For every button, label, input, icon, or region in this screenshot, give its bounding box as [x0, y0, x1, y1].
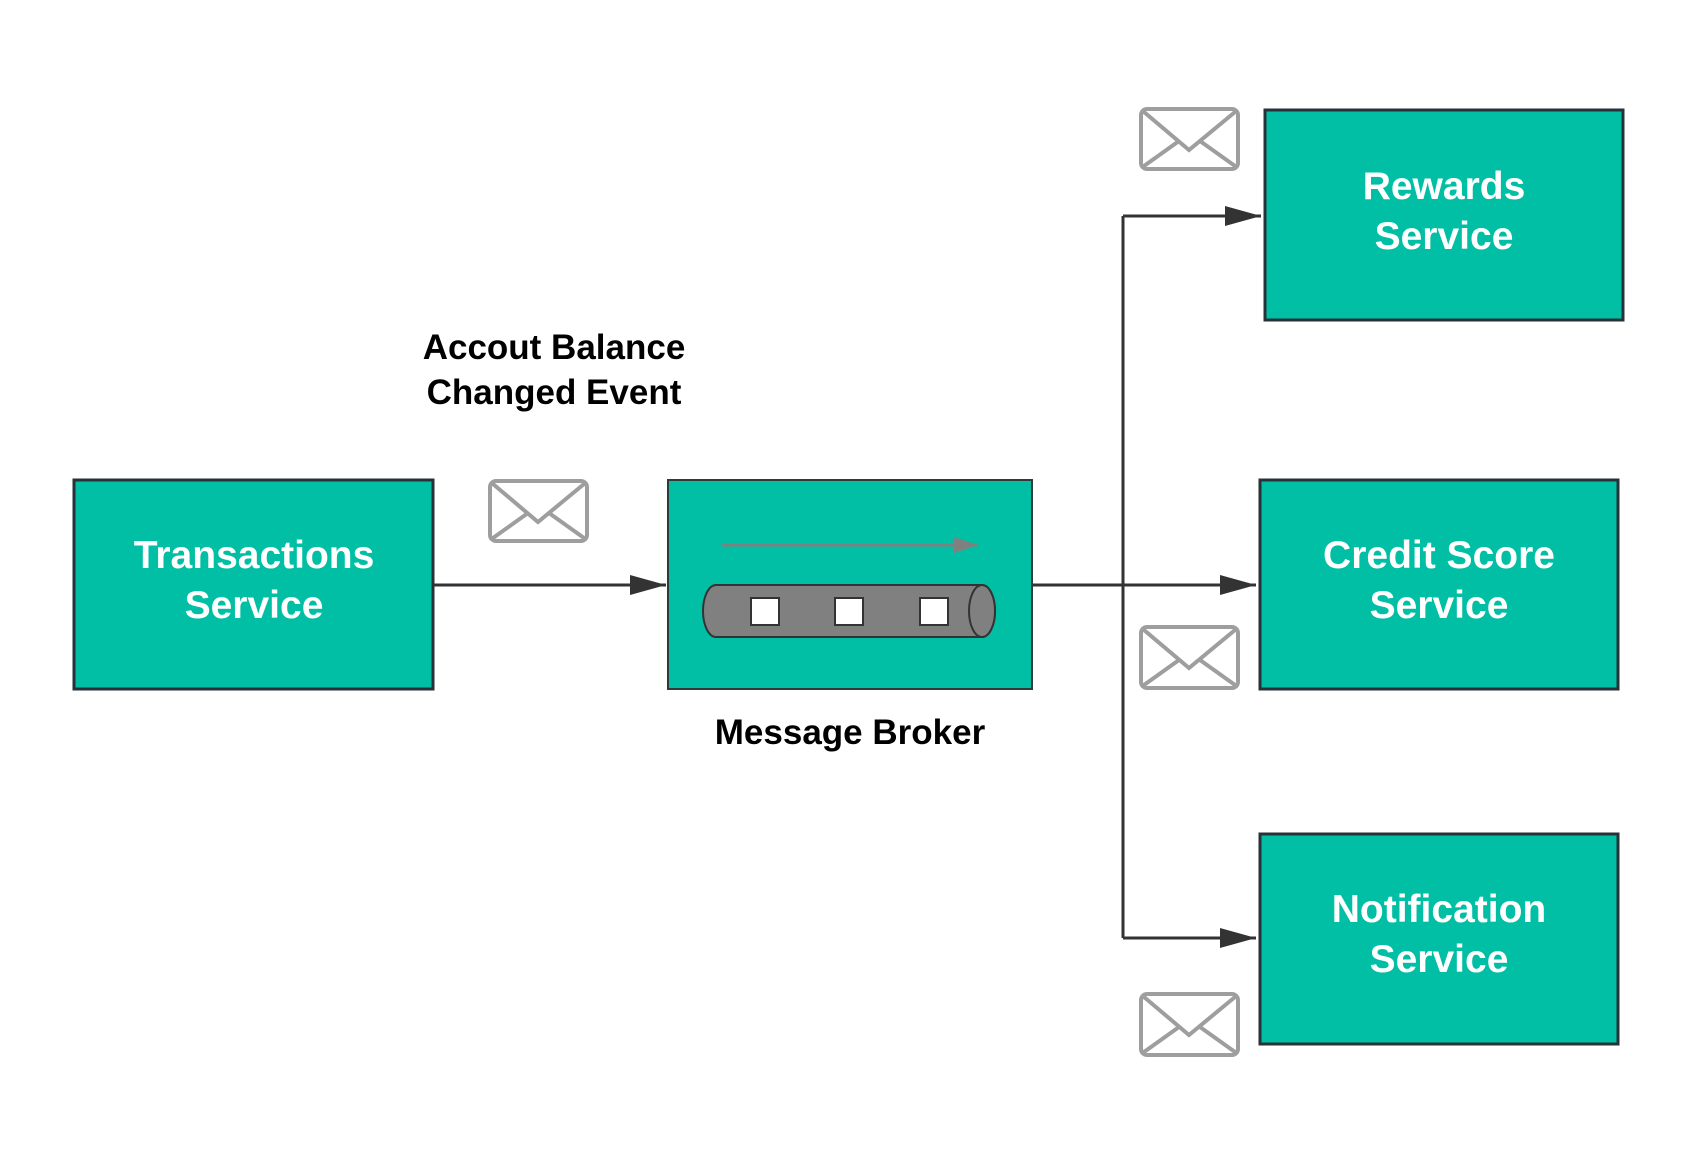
envelope-icon — [1139, 625, 1240, 690]
event-label-line2: Changed Event — [427, 373, 682, 412]
transactions-service-label-line1: Transactions — [134, 534, 375, 577]
credit-score-service-label-line2: Service — [1370, 584, 1509, 627]
credit-score-service-label-line1: Credit Score — [1323, 534, 1555, 577]
queue-message-slot — [834, 597, 864, 626]
rewards-service-label-line2: Service — [1375, 215, 1514, 258]
message-broker-node[interactable] — [667, 479, 1033, 690]
queue-message-slot — [919, 597, 949, 626]
envelope-icon — [488, 479, 589, 543]
credit-score-service-node[interactable]: Credit Score Service — [1258, 478, 1620, 691]
notification-service-node[interactable]: Notification Service — [1258, 832, 1620, 1046]
notification-service-label-line1: Notification — [1332, 888, 1546, 931]
queue-message-slot — [750, 597, 780, 626]
envelope-icon — [1139, 992, 1240, 1057]
transactions-service-node[interactable]: Transactions Service — [72, 478, 435, 691]
rewards-service-label-line1: Rewards — [1363, 165, 1526, 208]
rewards-service-node[interactable]: Rewards Service — [1263, 108, 1625, 322]
envelope-icon — [1139, 107, 1240, 171]
notification-service-label-line2: Service — [1370, 938, 1509, 981]
message-broker-label: Message Broker — [715, 713, 986, 752]
queue-cylinder-icon — [702, 584, 996, 638]
transactions-service-label-line2: Service — [185, 584, 324, 627]
event-label-line1: Accout Balance — [423, 328, 686, 367]
